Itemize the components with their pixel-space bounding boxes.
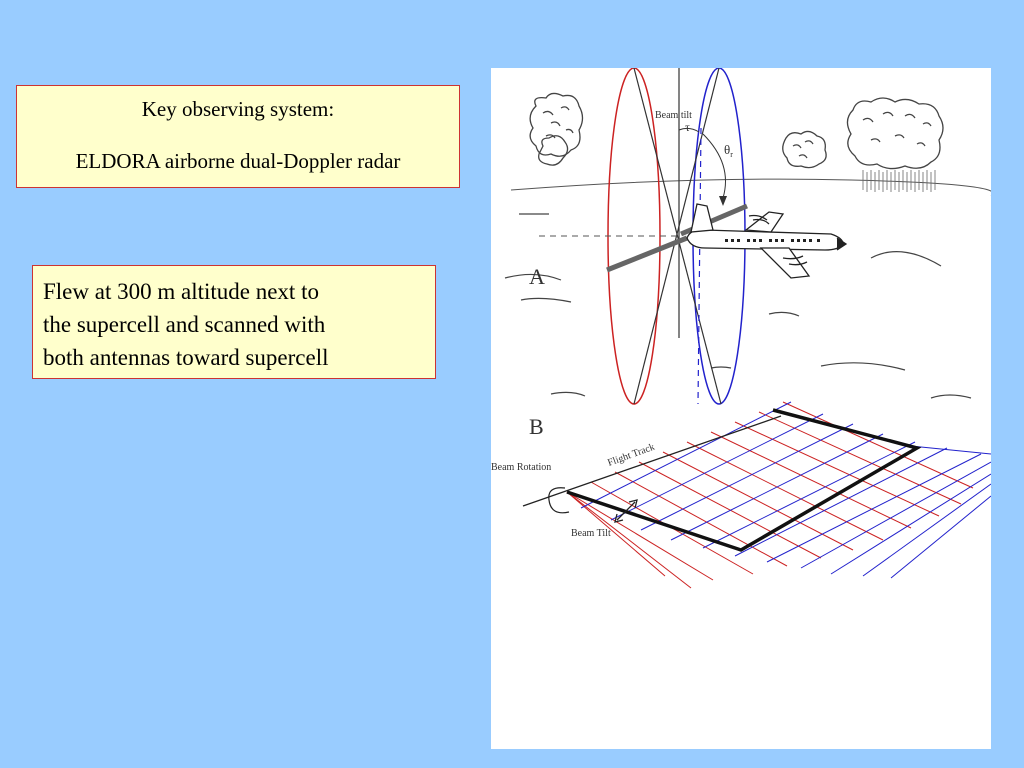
beam-rotation-label: Beam Rotation <box>491 462 551 473</box>
theta-arrow-icon <box>719 196 727 206</box>
beam-tilt-arrow-icon <box>614 499 638 523</box>
cloud-right-icon <box>846 97 944 170</box>
fore-antenna-bar <box>606 235 688 273</box>
panel-b-label: B <box>529 414 544 439</box>
panel-a-label: A <box>529 264 545 289</box>
airplane-windows <box>725 239 820 242</box>
key-observing-system-box: Key observing system: ELDORA airborne du… <box>16 85 460 188</box>
ground-marks <box>504 213 972 399</box>
rain-streaks <box>862 170 936 192</box>
description-line-2: the supercell and scanned with <box>43 312 326 337</box>
airplane-icon <box>686 203 848 279</box>
cloud-small-icon <box>782 130 827 169</box>
cloud-left-icon <box>529 92 584 166</box>
flight-track-line <box>522 415 782 507</box>
fore-beam-lines <box>566 401 974 589</box>
aft-beam-lines <box>580 401 991 579</box>
scan-area-outline <box>566 408 922 552</box>
beam-tilt-b-label: Beam Tilt <box>571 528 611 539</box>
theta-symbol: θr <box>724 142 733 159</box>
aft-beam-dashed <box>697 127 702 405</box>
key-box-heading: Key observing system: <box>141 97 335 121</box>
beam-rotation-loop-icon <box>548 487 570 514</box>
key-box-system-name: ELDORA airborne dual-Doppler radar <box>75 149 401 173</box>
theta-arc <box>702 133 726 199</box>
horizon-line <box>510 178 991 196</box>
description-line-1: Flew at 300 m altitude next to <box>43 279 319 304</box>
tau-symbol: τ <box>685 120 690 134</box>
diagram-svg: Beam tilt τ θr A B <box>491 68 991 589</box>
eldora-scanning-diagram: Beam tilt τ θr A B <box>491 68 991 749</box>
description-line-3: both antennas toward supercell <box>43 345 329 370</box>
flight-description-box: Flew at 300 m altitude next to the super… <box>32 265 436 379</box>
beam-tilt-label: Beam tilt <box>655 110 692 121</box>
beam-tilt-arc <box>678 127 700 133</box>
flight-track-label: Flight Track <box>606 442 656 469</box>
